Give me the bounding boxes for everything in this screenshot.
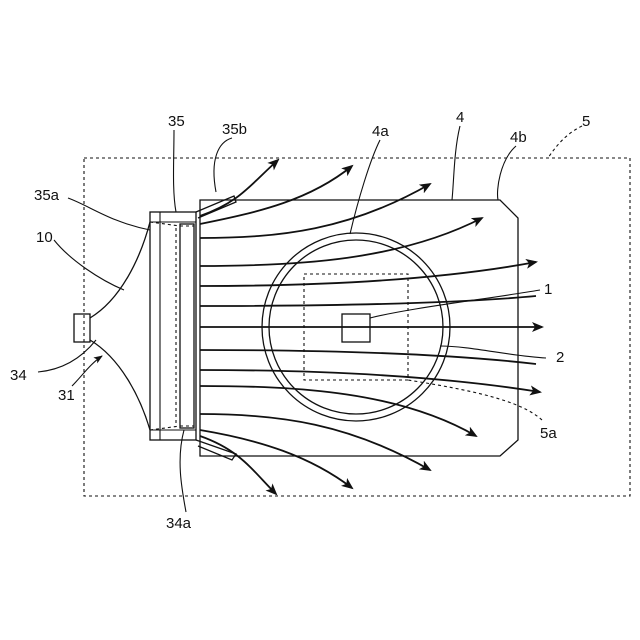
label-4b: 4b [510, 129, 527, 146]
label-35a: 35a [34, 187, 60, 204]
label-5: 5 [582, 113, 590, 130]
label-1: 1 [544, 281, 552, 298]
label-35b: 35b [222, 121, 247, 138]
label-10: 10 [36, 229, 53, 246]
flow-line [200, 414, 430, 470]
label-35: 35 [168, 113, 185, 130]
label-5a: 5a [540, 425, 557, 442]
label-2: 2 [556, 349, 564, 366]
label-31: 31 [58, 387, 75, 404]
flow-line [200, 166, 352, 224]
flow-line [200, 184, 430, 238]
emitter-34 [74, 314, 90, 342]
flow-line [200, 218, 482, 266]
funnel-10 [90, 222, 150, 430]
element-1 [342, 314, 370, 342]
label-34: 34 [10, 367, 27, 384]
flow-line [200, 370, 540, 392]
label-34a: 34a [166, 515, 192, 532]
horn-assembly-35 [150, 196, 236, 460]
label-4a: 4a [372, 123, 389, 140]
flow-line [200, 430, 352, 488]
label-4: 4 [456, 109, 464, 126]
flow-line [200, 350, 536, 364]
flow-line [200, 386, 476, 436]
main-body-4 [200, 200, 518, 456]
flow-line [200, 296, 536, 306]
leader-lines [38, 126, 582, 512]
